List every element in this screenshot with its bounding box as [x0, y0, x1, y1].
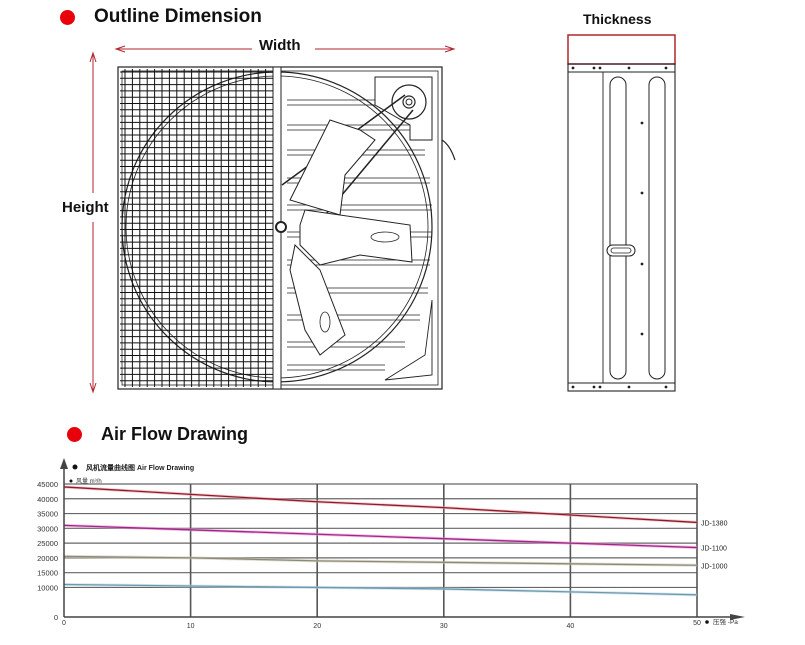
chart-lines [63, 485, 698, 597]
ylabel-bullet-icon [69, 479, 73, 483]
chart-title: 风机流量曲线图 Air Flow Drawing [86, 463, 194, 472]
x-tick-label: 10 [187, 623, 195, 630]
fan-blade [289, 119, 376, 216]
fan-front-drawing [117, 66, 456, 390]
y-tick-label: 15000 [37, 569, 58, 578]
series-line [63, 524, 698, 549]
outline-dimension-heading: Outline Dimension [60, 6, 262, 28]
air-flow-title: Air Flow Drawing [101, 424, 249, 444]
y-tick-label: 45000 [37, 480, 58, 489]
fan-blade [299, 209, 413, 266]
height-arrow-bottom-head [89, 382, 97, 394]
y-tick-label: 10000 [37, 583, 58, 592]
chart-axes [60, 458, 745, 620]
outline-dimension-title: Outline Dimension [94, 6, 262, 27]
red-bullet-icon [67, 427, 82, 442]
motor-pulley-icon [391, 84, 427, 120]
series-label: JD-1380 [701, 520, 728, 527]
series-line [63, 583, 698, 596]
x-tick-label: 0 [62, 620, 66, 627]
y-axis-label: 风量 m³/h [76, 478, 102, 485]
width-arrow-right-head [444, 45, 456, 53]
xlabel-bullet-icon [705, 620, 709, 624]
air-flow-heading: Air Flow Drawing [67, 424, 248, 445]
red-bullet-icon [60, 9, 75, 25]
series-line [63, 486, 698, 524]
width-label: Width [259, 37, 301, 54]
x-axis-arrow-icon [730, 614, 745, 620]
y-tick-label: 20000 [37, 554, 58, 563]
thickness-highlight [567, 34, 676, 65]
series-line [63, 555, 698, 566]
y-tick-label: 0 [54, 613, 58, 622]
y-tick-label: 30000 [37, 524, 58, 533]
fan-grille [120, 69, 273, 387]
y-axis-arrow-icon [60, 458, 68, 469]
x-tick-label: 20 [313, 623, 321, 630]
width-arrow-left-head [114, 45, 126, 53]
width-dimension-arrow [89, 34, 676, 394]
x-tick-label: 30 [440, 623, 448, 630]
series-label: JD-1100 [701, 546, 727, 553]
air-flow-chart: 风机流量曲线图 Air Flow Drawing 风量 m³/h 压强 -Pa … [37, 458, 745, 630]
series-label: JD-1000 [701, 563, 728, 570]
x-tick-label: 50 [693, 620, 701, 627]
y-tick-label: 40000 [37, 495, 58, 504]
fan-blade [289, 243, 346, 356]
y-tick-label: 25000 [37, 539, 58, 548]
thickness-label: Thickness [583, 11, 652, 27]
fan-side-drawing [567, 34, 676, 392]
fan-hub [275, 221, 287, 233]
title-bullet-icon [72, 464, 78, 470]
height-label: Height [62, 199, 109, 216]
y-tick-label: 35000 [37, 510, 58, 519]
x-tick-label: 40 [567, 623, 575, 630]
x-axis-label: 压强 -Pa [713, 618, 738, 626]
height-arrow-top-head [89, 51, 97, 63]
